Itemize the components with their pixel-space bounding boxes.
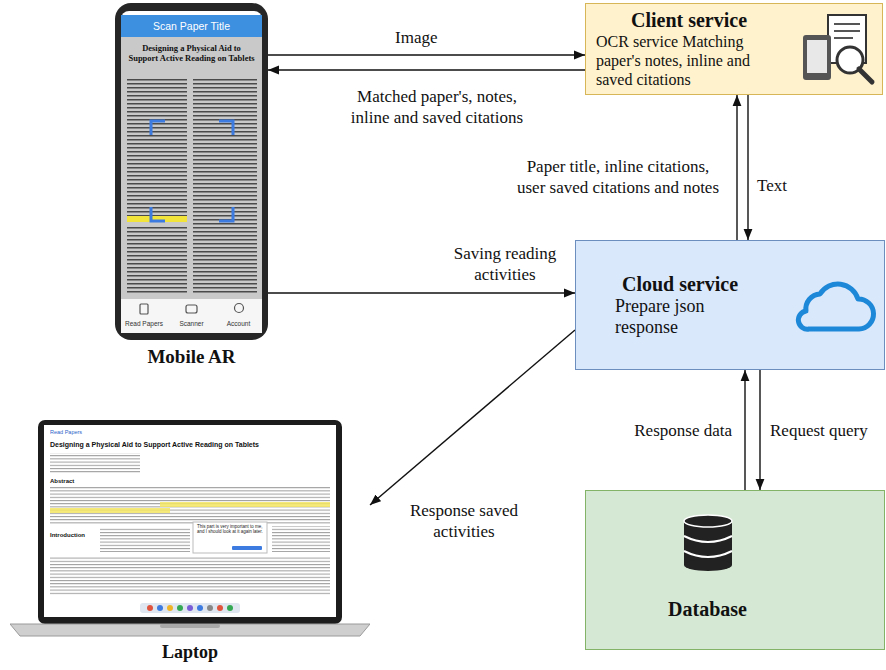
tablet-screen (807, 40, 827, 73)
database-icon (678, 511, 738, 575)
tablet-shape (803, 35, 831, 80)
dock (140, 603, 240, 613)
page-text-lines (50, 453, 140, 473)
edge-label: Response data (590, 420, 732, 441)
edge-label: Response saved activities (398, 500, 530, 543)
dock-icon (187, 605, 193, 611)
service-box: Cloud servicePrepare json response (575, 240, 885, 370)
cloud-outline (798, 284, 873, 329)
nav-label: Read Papers (121, 320, 167, 328)
dock-icon (147, 605, 153, 611)
app-header-bar (121, 15, 262, 37)
figure-heading: Laptop (10, 642, 370, 662)
page-text-lines (100, 528, 190, 552)
page-text-lines (50, 556, 330, 596)
edge-label: Image (395, 27, 437, 48)
document-lines (834, 24, 860, 38)
cloud-icon (789, 277, 879, 339)
laptop-figure: Read PapersDesigning a Physical Aid to S… (10, 420, 370, 666)
box-heading: Client service (631, 9, 747, 32)
flow-arrow (268, 54, 585, 55)
cylinder-bottom (684, 559, 732, 571)
paper-text-lines (193, 77, 257, 293)
ocr-icon (798, 10, 878, 90)
edge-label: Request query (770, 420, 868, 441)
database-box: Database (585, 490, 885, 650)
flow-arrow (736, 95, 737, 240)
cylinder-bands (684, 536, 732, 557)
edge-label: Paper title, inline citations, user save… (512, 156, 724, 199)
cylinder-top (684, 515, 732, 527)
dock-icon (157, 605, 163, 611)
figure-heading: Mobile AR (95, 346, 288, 368)
box-body: Prepare json response (615, 296, 745, 338)
edge-label: Text (757, 175, 787, 196)
phone-figure: Scan Paper TitleDesigning a Physical Aid… (115, 3, 268, 375)
nav-label: Scanner (168, 320, 215, 328)
popup-button (232, 546, 262, 550)
note-popup (193, 522, 267, 553)
bottom-nav-bar (121, 299, 262, 333)
edge-label: Matched paper's, notes, inline and saved… (337, 86, 537, 129)
paper-title: Designing a Physical Aid to Support Acti… (127, 43, 256, 63)
dock-icon (217, 605, 223, 611)
dock-icon (227, 605, 233, 611)
paper-text-lines (127, 77, 187, 217)
nav-icon (235, 304, 244, 313)
laptop-illustration (10, 420, 370, 637)
paper-photo (121, 37, 262, 299)
service-box: Client serviceOCR service Matching paper… (585, 3, 883, 95)
flow-arrow (744, 370, 745, 490)
page-highlight (50, 508, 170, 513)
flow-arrow (759, 370, 760, 490)
magnifier-handle (859, 69, 872, 82)
laptop-bezel (38, 420, 342, 624)
paper-title: Designing a Physical Aid to Support Acti… (50, 440, 332, 449)
section-heading: Introduction (50, 531, 98, 539)
box-body: OCR service Matching paper's notes, inli… (596, 32, 782, 89)
nav-label: Account (215, 320, 262, 328)
page-text-lines (50, 487, 330, 525)
flow-arrow (747, 95, 748, 240)
flow-arrow (268, 69, 585, 70)
page-text-lines (272, 526, 330, 552)
laptop-notch (160, 624, 220, 628)
flow-arrow (370, 330, 575, 505)
scan-frame (151, 121, 233, 221)
dock-icon (197, 605, 203, 611)
flow-arrow (268, 292, 575, 293)
laptop-screen (44, 425, 336, 617)
nav-icon (140, 304, 148, 314)
note-text: This part is very important to me, and I… (197, 524, 263, 535)
box-heading: Database (668, 597, 747, 621)
paper-text-lines (127, 225, 187, 293)
phone-body (115, 3, 268, 340)
laptop-base (10, 624, 370, 636)
app-header: Scan Paper Title (121, 18, 262, 34)
dock-icon (207, 605, 213, 611)
nav-icon (186, 305, 197, 313)
section-heading: Abstract (50, 477, 150, 485)
dock-icon (177, 605, 183, 611)
phone-screen (121, 11, 262, 333)
edge-label: Saving reading activities (435, 243, 575, 286)
app-nav-link: Read Papers (50, 429, 150, 436)
dock-icon (167, 605, 173, 611)
box-heading: Cloud service (622, 272, 738, 296)
page-highlight (160, 502, 330, 507)
